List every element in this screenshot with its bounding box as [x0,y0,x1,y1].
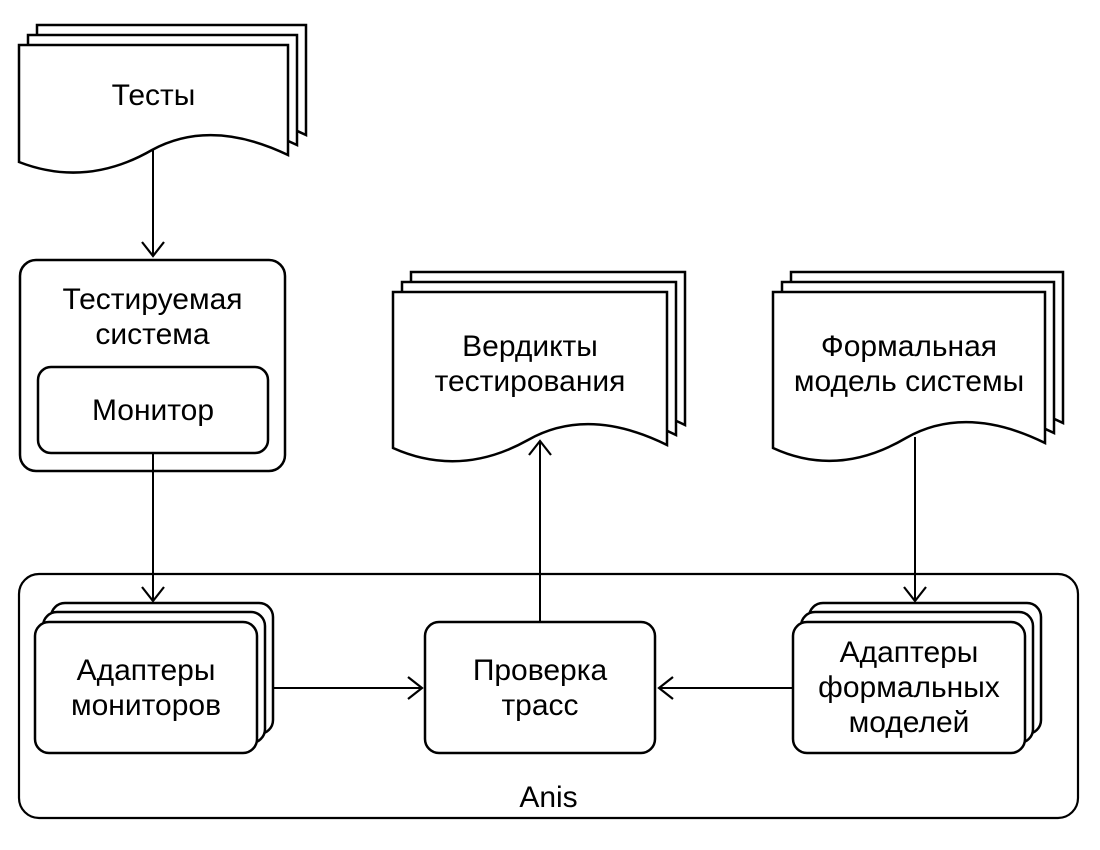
formal-model-document-stack [771,270,1065,463]
formal-model-label: Формальная модель системы [793,330,1025,398]
monitor-adapters-stack [33,601,275,755]
system-under-test-label: Тестируемая система [62,283,243,351]
diagram-arrows [141,150,927,700]
formal-model-adapters-label: Адаптеры формальных моделей [818,636,1000,739]
tests-document-stack [17,23,308,174]
monitor-adapters-label: Адаптеры мониторов [70,653,222,722]
monitor-label: Монитор [91,393,215,427]
verdicts-label: Вердикты тестирования [434,330,626,398]
document-page-front [17,43,290,174]
trace-check-label: Проверка трасс [472,653,608,722]
verdicts-document-stack [391,270,687,463]
tests-label: Тесты [111,78,196,112]
document-page-front [771,290,1047,463]
document-page-front [391,290,669,463]
stack-card-front [33,620,259,755]
formal-model-adapters-stack [791,601,1043,755]
anis-container-label: Anis [519,781,578,814]
